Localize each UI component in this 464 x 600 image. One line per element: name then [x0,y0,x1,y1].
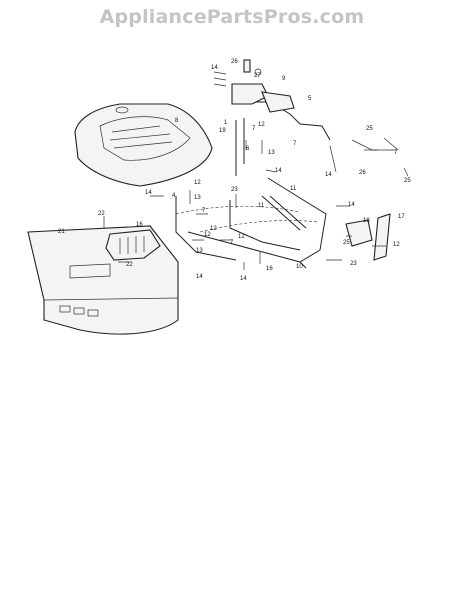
callout-label: 18 [363,218,370,224]
callout-label: 14 [145,190,152,196]
callout-label: 14 [211,65,218,71]
callout-label: 5 [308,96,312,102]
callout-label: 12 [194,180,201,186]
callout-label: 26 [359,170,366,176]
hinge-assembly [231,59,295,113]
callout-label: 12 [238,234,245,240]
callout-label: 17 [398,214,405,220]
callout-label: 12 [393,242,400,248]
callout-label: 7 [293,141,297,147]
callout-label: 27 [254,73,261,79]
callout-label: 23 [231,187,238,193]
callout-label: 12 [204,232,211,238]
hardware-bolts [103,71,409,270]
callout-label: 7 [394,150,398,156]
callout-label: 14 [275,168,282,174]
callout-label: 12 [258,122,265,128]
callout-label: 26 [231,59,238,65]
callout-label: 13 [268,150,275,156]
callout-label: 22 [98,211,105,217]
callout-label: 7 [252,126,256,132]
callout-label: 8 [175,118,179,124]
callout-label: 13 [194,195,201,201]
callout-label: 10 [296,264,303,270]
callout-label: 1 [224,120,228,126]
callout-label: 21 [58,229,65,235]
callout-label: 6 [246,146,250,152]
callout-label: 25 [366,126,373,132]
callout-label: 11 [290,186,297,192]
callout-label: 16 [136,222,143,228]
callout-label: 4 [172,193,176,199]
callout-label: 25 [404,178,411,184]
callout-label: 13 [196,248,203,254]
callout-label: 9 [282,76,286,82]
callout-label: 11 [258,203,265,209]
callout-label: 7 [202,208,206,214]
watermark: AppliancePartsPros.com [99,6,365,28]
callout-label: 14 [240,276,247,282]
callout-label: 14 [325,172,332,178]
callout-label: 12 [210,226,217,232]
hood-part [74,103,213,187]
hood-frame [175,101,331,269]
callout-label: 14 [348,202,355,208]
callout-label: 7 [230,240,234,246]
light-bracket-part [105,229,161,261]
callout-label: 25 [343,240,350,246]
callout-label: 16 [266,266,273,272]
callout-label: 19 [219,128,226,134]
callout-label: 22 [126,262,133,268]
side-bracket-part [345,137,399,261]
callout-label: 23 [350,261,357,267]
callout-label: 14 [196,274,203,280]
